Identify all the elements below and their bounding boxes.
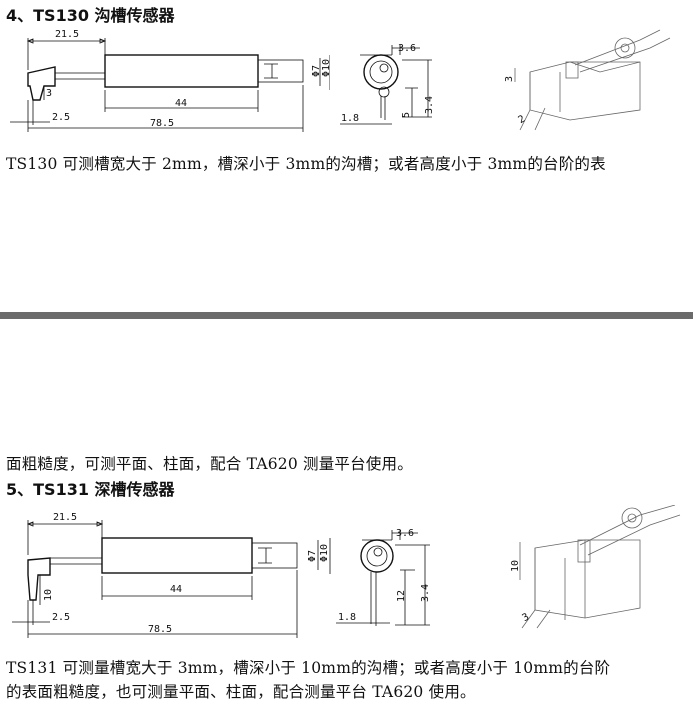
dim-ts131-2-5: 2.5: [52, 612, 70, 623]
ts131-iso-drawing: 10 3: [510, 505, 681, 629]
section5-title: 5、TS131 深槽传感器: [6, 480, 175, 499]
dim-ts131-3-6: 3.6: [396, 528, 414, 539]
dim-ts130-78-5: 78.5: [150, 118, 174, 129]
dim-ts131-21-5: 21.5: [53, 512, 77, 523]
dim-ts131-10: 10: [43, 589, 54, 601]
dim-ts130-21-5: 21.5: [55, 29, 79, 40]
dim-ts130-44: 44: [175, 98, 187, 109]
ts131-side-drawing: 21.5 44 78.5 2.5 10 Φ7 Φ10: [12, 512, 331, 638]
dim-ts131-phi7: Φ7: [307, 550, 318, 562]
dim-ts131-78-5: 78.5: [148, 624, 172, 635]
dim-ts131-3-4: 3.4: [420, 584, 431, 602]
section4-description: TS130 可测槽宽大于 2mm，槽深小于 3mm的沟槽；或者高度小于 3mm的…: [6, 155, 606, 173]
dim-ts130-3-4: 3.4: [424, 96, 435, 114]
dim-ts130-iso-2: 2: [517, 114, 528, 127]
dim-ts131-phi10: Φ10: [319, 544, 330, 562]
ts131-end-drawing: 3.6 12 3.4 1.8: [336, 528, 431, 626]
dim-ts130-2-5: 2.5: [52, 112, 70, 123]
ts130-iso-drawing: 3 2: [504, 29, 671, 131]
page-separator: [0, 312, 693, 319]
dim-ts131-44: 44: [170, 584, 182, 595]
section5-description-line2: 的表面粗糙度，也可测量平面、柱面，配合测量平台 TA620 使用。: [6, 683, 476, 701]
dim-ts131-iso-10: 10: [510, 560, 521, 572]
ts130-side-drawing: 21.5 44 78.5 2.5 3 Φ7 Φ10: [10, 29, 330, 132]
ts130-end-drawing: 3.6 5 3.4 1.8: [340, 43, 435, 125]
dim-ts130-1-8: 1.8: [341, 113, 359, 124]
dim-ts131-iso-3: 3: [521, 612, 532, 625]
dim-ts130-3: 3: [46, 88, 52, 99]
dim-ts130-iso-3: 3: [504, 76, 515, 82]
dim-ts131-1-8: 1.8: [338, 612, 356, 623]
section4-description-cont: 面粗糙度，可测平面、柱面，配合 TA620 测量平台使用。: [6, 455, 413, 473]
section4-title: 4、TS130 沟槽传感器: [6, 6, 175, 25]
dim-ts130-phi7: Φ7: [311, 65, 322, 77]
dim-ts131-12: 12: [396, 590, 407, 602]
section5-description-line1: TS131 可测量槽宽大于 3mm，槽深小于 10mm的沟槽；或者高度小于 10…: [6, 659, 611, 677]
dim-ts130-3-6: 3.6: [398, 43, 416, 54]
dim-ts130-phi10: Φ10: [321, 59, 330, 77]
dim-ts130-5: 5: [401, 112, 412, 118]
